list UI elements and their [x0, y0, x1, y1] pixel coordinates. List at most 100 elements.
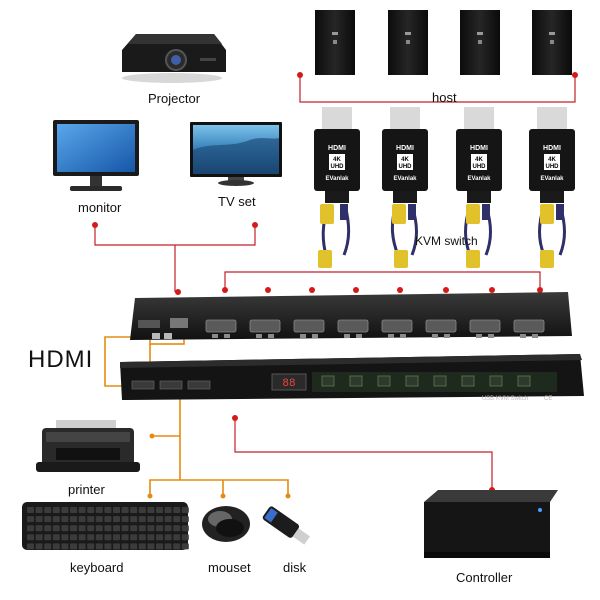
- keyboard-key: [121, 525, 129, 532]
- keyboard-key: [113, 516, 120, 523]
- keyboard-key: [78, 534, 86, 541]
- adapter-4k-text: 4K: [401, 157, 409, 163]
- keyboard-key: [78, 516, 86, 523]
- keyboard-key: [61, 543, 69, 550]
- adapter-uhd-text: UHD: [546, 164, 560, 170]
- keyboard-key: [156, 516, 163, 523]
- keyboard-key: [164, 525, 172, 532]
- hdmi-adapter: HDMI 4K UHD EVanlak: [382, 107, 428, 203]
- keyboard-key: [35, 507, 43, 513]
- kvm-input-rail-line: [224, 271, 541, 292]
- keyboard-key: [44, 525, 52, 532]
- keyboard-key: [87, 534, 95, 541]
- keyboard-key: [113, 525, 120, 532]
- adapter-hdmi-text: HDMI: [396, 145, 414, 152]
- keyboard-key: [61, 525, 69, 532]
- display-rail-line: [94, 225, 256, 246]
- hdmi-adapter: HDMI 4K UHD EVanlak: [314, 107, 360, 203]
- keyboard-key: [147, 507, 155, 513]
- keyboard-key: [181, 534, 189, 541]
- keyboard-key: [173, 507, 181, 513]
- keyboard-key: [52, 507, 60, 513]
- mouse-label: mouset: [208, 560, 251, 575]
- keyboard-key: [181, 516, 189, 523]
- keyboard-key: [52, 543, 60, 550]
- host-tower-icon: [460, 10, 500, 75]
- keyboard-key: [138, 516, 146, 523]
- kvm-switch-label: KVM switch: [415, 234, 478, 248]
- keyboard-key: [95, 525, 103, 532]
- signal-lines: [94, 75, 576, 490]
- keyboard-key: [35, 534, 43, 541]
- adapter-brand-text: EVanlak: [540, 176, 564, 182]
- keyboard-key: [95, 507, 103, 513]
- keyboard-key: [121, 516, 129, 523]
- host-rail-line: [299, 75, 576, 103]
- keyboard-key: [164, 516, 172, 523]
- keyboard-key: [52, 534, 60, 541]
- keyboard-key: [130, 525, 138, 532]
- adapter-hdmi-text: HDMI: [470, 145, 488, 152]
- keyboard-key: [70, 534, 77, 541]
- keyboard-key: [181, 543, 189, 550]
- keyboard-key: [156, 525, 163, 532]
- projector-icon: [122, 34, 226, 83]
- keyboard-key: [104, 543, 112, 550]
- adapter-4k-text: 4K: [475, 157, 483, 163]
- keyboard-key: [130, 507, 138, 513]
- keyboard-icon: [22, 502, 189, 550]
- keyboard-key: [173, 525, 181, 532]
- connection-dots: [92, 72, 578, 493]
- controller-icon: [424, 490, 558, 558]
- adapter-brand-text: EVanlak: [325, 176, 349, 182]
- keyboard-key: [130, 543, 138, 550]
- keyboard-key: [52, 525, 60, 532]
- host-label: host: [432, 90, 457, 105]
- host-towers: [315, 10, 572, 75]
- controller-label: Controller: [456, 570, 513, 585]
- adapter-hdmi-text: HDMI: [328, 145, 346, 152]
- monitor-icon: [53, 120, 139, 191]
- keyboard-key: [61, 534, 69, 541]
- host-tower-icon: [388, 10, 428, 75]
- keyboard-key: [121, 534, 129, 541]
- hdmi-adapter: HDMI 4K UHD EVanlak: [529, 107, 575, 203]
- keyboard-key: [44, 543, 52, 550]
- keyboard-key: [44, 516, 52, 523]
- keyboard-key: [44, 507, 52, 513]
- keyboard-key: [156, 543, 163, 550]
- model-label: USB KVM Switch: [482, 396, 528, 402]
- keyboard-key: [70, 543, 77, 550]
- keyboard-key: [61, 516, 69, 523]
- keyboard-key: [35, 525, 43, 532]
- hdmi-adapters: HDMI 4K UHD EVanlak HDMI 4K UHD EVanlak …: [314, 107, 575, 203]
- keyboard-key: [181, 525, 189, 532]
- kvm-switch-rear: [130, 292, 572, 340]
- adapter-brand-text: EVanlak: [393, 176, 417, 182]
- keyboard-key: [70, 525, 77, 532]
- keyboard-key: [78, 507, 86, 513]
- keyboard-key: [27, 534, 34, 541]
- adapter-4k-text: 4K: [548, 157, 556, 163]
- keyboard-label: keyboard: [70, 560, 124, 575]
- keyboard-key: [147, 543, 155, 550]
- link-dots: [147, 433, 291, 499]
- keyboard-key: [27, 543, 34, 550]
- hdmi-label: HDMI: [28, 346, 94, 373]
- keyboard-key: [70, 516, 77, 523]
- keyboard-key: [121, 543, 129, 550]
- vga-cables: [318, 204, 566, 268]
- keyboard-key: [104, 525, 112, 532]
- keyboard-key: [164, 534, 172, 541]
- keyboard-key: [130, 516, 138, 523]
- keyboard-key: [181, 507, 189, 513]
- keyboard-key: [27, 525, 34, 532]
- keyboard-key: [35, 543, 43, 550]
- keyboard-key: [95, 534, 103, 541]
- keyboard-key: [147, 534, 155, 541]
- keyboard-key: [61, 507, 69, 513]
- keyboard-key: [87, 525, 95, 532]
- keyboard-key: [104, 507, 112, 513]
- projector-label: Projector: [148, 91, 201, 106]
- keyboard-key: [156, 507, 163, 513]
